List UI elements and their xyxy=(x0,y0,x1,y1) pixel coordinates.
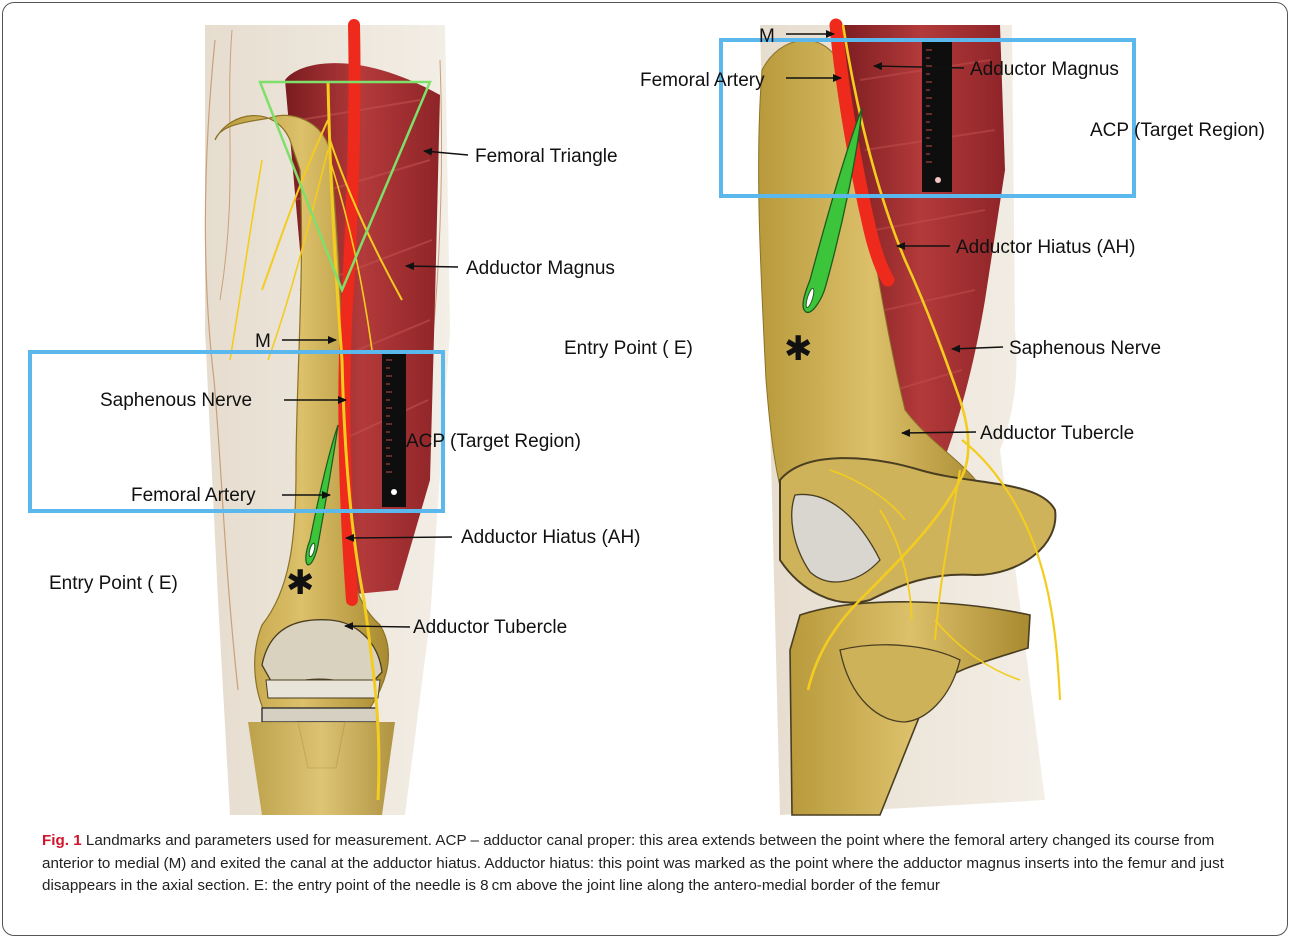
label-femoral-artery-right: Femoral Artery xyxy=(640,70,765,91)
label-femoral-triangle: Femoral Triangle xyxy=(475,146,618,167)
label-adductor-tubercle-right: Adductor Tubercle xyxy=(980,423,1134,444)
label-femoral-artery-left: Femoral Artery xyxy=(131,485,256,506)
label-adductor-tubercle-left: Adductor Tubercle xyxy=(413,617,567,638)
caption-lead: Fig. 1 xyxy=(42,832,82,849)
entry-point-star-left: ✱ xyxy=(286,563,315,603)
label-m-right: M xyxy=(759,26,775,47)
label-saphenous-nerve-right: Saphenous Nerve xyxy=(1009,338,1161,359)
label-m-left: M xyxy=(255,331,271,352)
label-adductor-hiatus-left: Adductor Hiatus (AH) xyxy=(461,527,641,548)
entry-point-star-right: ✱ xyxy=(784,329,813,369)
label-adductor-hiatus-right: Adductor Hiatus (AH) xyxy=(956,237,1136,258)
label-entry-point-left: Entry Point ( E) xyxy=(49,573,178,594)
figure-caption: Fig. 1 Landmarks and parameters used for… xyxy=(42,830,1267,898)
label-adductor-magnus-right: Adductor Magnus xyxy=(970,59,1119,80)
label-acp-right: ACP (Target Region) xyxy=(1090,120,1265,141)
left-leg-illustration xyxy=(205,25,450,815)
caption-text: Landmarks and parameters used for measur… xyxy=(42,832,1224,894)
label-saphenous-nerve-left: Saphenous Nerve xyxy=(100,390,252,411)
label-adductor-magnus-left: Adductor Magnus xyxy=(466,258,615,279)
label-acp-left: ACP (Target Region) xyxy=(406,431,581,452)
right-leg-illustration xyxy=(759,25,1060,815)
label-entry-point-right: Entry Point ( E) xyxy=(564,338,693,359)
anatomy-figure: M Femoral Triangle Adductor Magnus Saphe… xyxy=(0,0,1292,830)
